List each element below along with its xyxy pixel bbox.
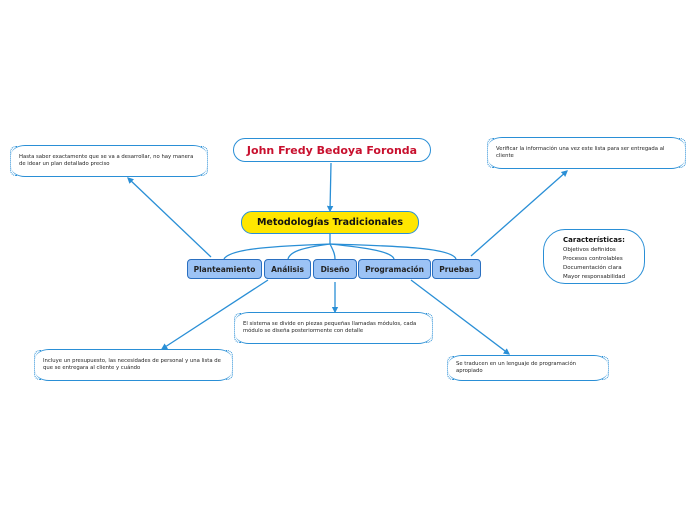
branch-analisis [287,243,331,260]
phase-pruebas[interactable]: Pruebas [432,259,481,279]
characteristic-item: Objetivos definidos [563,247,616,253]
note-text: Verificar la información una vez este li… [496,146,665,159]
note-text: Hasta saber exactamente que se va a desa… [19,154,194,167]
author-title[interactable]: John Fredy Bedoya Foronda [233,138,431,162]
root-topic[interactable]: Metodologías Tradicionales [241,211,419,234]
arrow-programacion [410,279,511,355]
arrow-planteamiento-top [127,177,212,258]
branch-planteamiento [223,243,331,260]
characteristics-title: Características: [563,236,625,244]
branch-programacion [329,243,395,260]
phase-planteamiento[interactable]: Planteamiento [187,259,262,279]
branch-pruebas [329,243,457,260]
arrow-planteamiento-bottom [160,279,269,350]
phase-diseno[interactable]: Diseño [313,259,357,279]
characteristic-item: Mayor responsabilidad [563,274,626,280]
characteristic-item: Procesos controlables [563,256,623,262]
characteristic-item: Documentación clara [563,265,622,271]
note-planteamiento-top[interactable]: Hasta saber exactamente que se va a desa… [10,145,208,177]
characteristics-box[interactable]: Características: Objetivos definidos Pro… [543,229,645,284]
arrow-pruebas [470,170,568,257]
phase-analisis[interactable]: Análisis [264,259,311,279]
note-text: Incluye un presupuesto, las necesidades … [43,358,221,371]
note-diseno[interactable]: El sistema se divide en piezas pequeñas … [234,312,433,344]
note-planteamiento-bottom[interactable]: Incluye un presupuesto, las necesidades … [34,349,233,381]
branch-diseno [329,243,336,260]
phase-programacion[interactable]: Programación [358,259,431,279]
note-pruebas[interactable]: Verificar la información una vez este li… [487,137,686,169]
note-text: El sistema se divide en piezas pequeñas … [243,321,417,334]
note-programacion[interactable]: Se traducen en un lenguaje de programaci… [447,355,609,381]
note-text: Se traducen en un lenguaje de programaci… [456,361,577,374]
author-to-root-arrow [326,162,334,213]
